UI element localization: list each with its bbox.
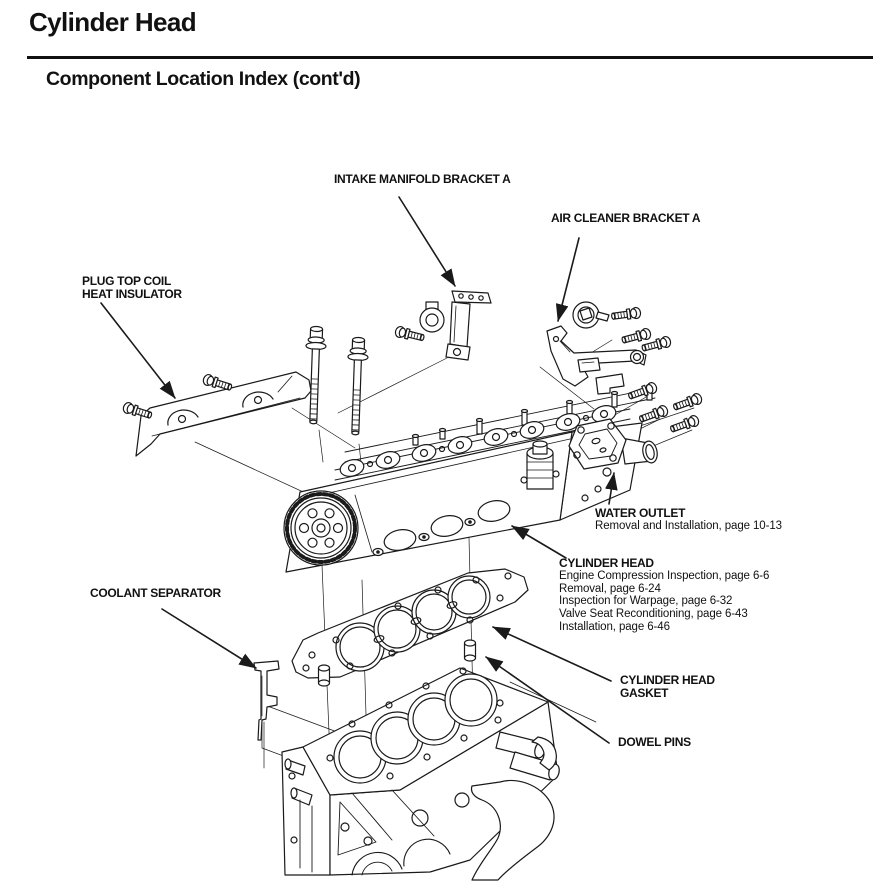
- engine-block-art: [281, 667, 560, 881]
- cylinder-head-art: [283, 383, 656, 573]
- part-name: DOWEL PINS: [618, 735, 691, 749]
- coolant-separator-art: [253, 660, 280, 741]
- label-intake-manifold-bracket-a: INTAKE MANIFOLD BRACKET A: [334, 173, 511, 186]
- intake-manifold-bracket-art: [419, 290, 492, 361]
- label-water-outlet: WATER OUTLET Removal and Installation, p…: [595, 507, 782, 533]
- part-name: AIR CLEANER BRACKET A: [551, 211, 701, 225]
- part-name: CYLINDER HEAD: [559, 556, 654, 570]
- head-stud-bolts: [302, 325, 370, 436]
- page-reference: Removal and Installation, page 10-13: [595, 520, 782, 532]
- label-coolant-separator: COOLANT SEPARATOR: [90, 587, 221, 600]
- arrow-to-head-gasket: [492, 626, 612, 682]
- page-reference: Installation, page 6-46: [559, 620, 670, 633]
- page-reference: Engine Compression Inspection, page 6-6: [559, 570, 770, 582]
- title-rule: [27, 56, 873, 59]
- label-cylinder-head-gasket: CYLINDER HEAD GASKET: [620, 674, 715, 700]
- air-cleaner-bracket-art: [546, 301, 647, 395]
- arrow-to-water-outlet: [605, 472, 618, 505]
- plug-top-coil-heat-insulator-art: [135, 371, 312, 457]
- arrow-to-cylinder-head: [511, 525, 567, 559]
- part-name: GASKET: [620, 686, 669, 700]
- part-name: CYLINDER HEAD: [620, 673, 715, 687]
- label-air-cleaner-bracket-a: AIR CLEANER BRACKET A: [551, 211, 701, 225]
- part-name: WATER OUTLET: [595, 506, 686, 520]
- label-plug-top-coil-heat-insulator: PLUG TOP COIL HEAT INSULATOR: [82, 275, 182, 301]
- page-reference: Inspection for Warpage, page 6-32: [559, 595, 733, 608]
- arrow-to-intake-manifold-bracket: [398, 196, 456, 287]
- head-gasket-art: [291, 568, 529, 679]
- part-name: COOLANT SEPARATOR: [90, 586, 221, 600]
- page-title: Cylinder Head: [29, 7, 197, 37]
- arrow-to-heat-insulator: [100, 302, 176, 399]
- label-dowel-pins: DOWEL PINS: [618, 736, 691, 749]
- page-reference: Valve Seat Reconditioning, page 6-43: [559, 608, 748, 621]
- arrow-to-dowel-pins: [485, 656, 610, 744]
- page-reference: Removal, page 6-24: [559, 582, 661, 595]
- part-name: PLUG TOP COIL: [82, 274, 172, 288]
- callout-arrows: [100, 196, 618, 744]
- label-cylinder-head: CYLINDER HEAD Engine Compression Inspect…: [559, 557, 769, 634]
- arrow-to-air-cleaner-bracket: [555, 237, 580, 322]
- water-outlet-art: [568, 418, 658, 470]
- section-title: Component Location Index (cont'd): [46, 68, 361, 90]
- part-name: HEAT INSULATOR: [82, 287, 182, 301]
- arrow-to-coolant-separator: [161, 608, 257, 669]
- part-name: INTAKE MANIFOLD BRACKET A: [334, 172, 511, 186]
